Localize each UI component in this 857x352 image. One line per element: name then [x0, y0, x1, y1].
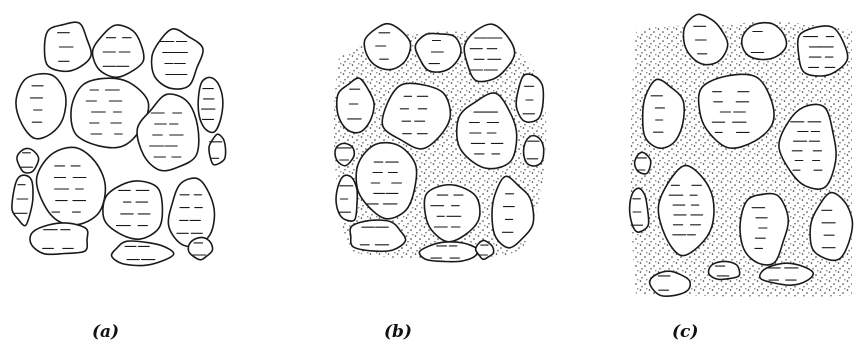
coarse-grain-outline: [12, 175, 33, 226]
coarse-grain-outline: [336, 175, 357, 221]
coarse-grain-outline: [168, 178, 214, 247]
coarse-grain-outline: [93, 25, 144, 77]
coarse-grain-outline: [709, 261, 740, 279]
coarse-grain-outline: [635, 152, 651, 174]
coarse-grain-outline: [103, 181, 163, 239]
coarse-grain-outline: [364, 24, 410, 70]
panel-c-caption: (c): [672, 322, 698, 342]
coarse-grain-outline: [209, 134, 226, 165]
coarse-grain-outline: [198, 77, 223, 132]
coarse-grain-outline: [524, 136, 544, 166]
coarse-grain-outline: [36, 147, 105, 225]
panel-a-caption: (a): [92, 322, 119, 342]
panel-c-diagram: [630, 14, 853, 297]
coarse-grain-outline: [152, 29, 204, 89]
coarse-grain-outline: [17, 148, 39, 173]
coarse-grain-outline: [516, 74, 543, 122]
panel-a-diagram: [12, 22, 226, 265]
coarse-grain-outline: [188, 237, 212, 259]
panel-b-diagram: [334, 24, 546, 262]
coarse-grain-outline: [30, 223, 88, 254]
panel-b-caption: (b): [384, 322, 412, 342]
coarse-grain-outline: [112, 241, 174, 266]
coarse-grain-outline: [16, 74, 66, 139]
coarse-grain-outline: [742, 23, 787, 60]
